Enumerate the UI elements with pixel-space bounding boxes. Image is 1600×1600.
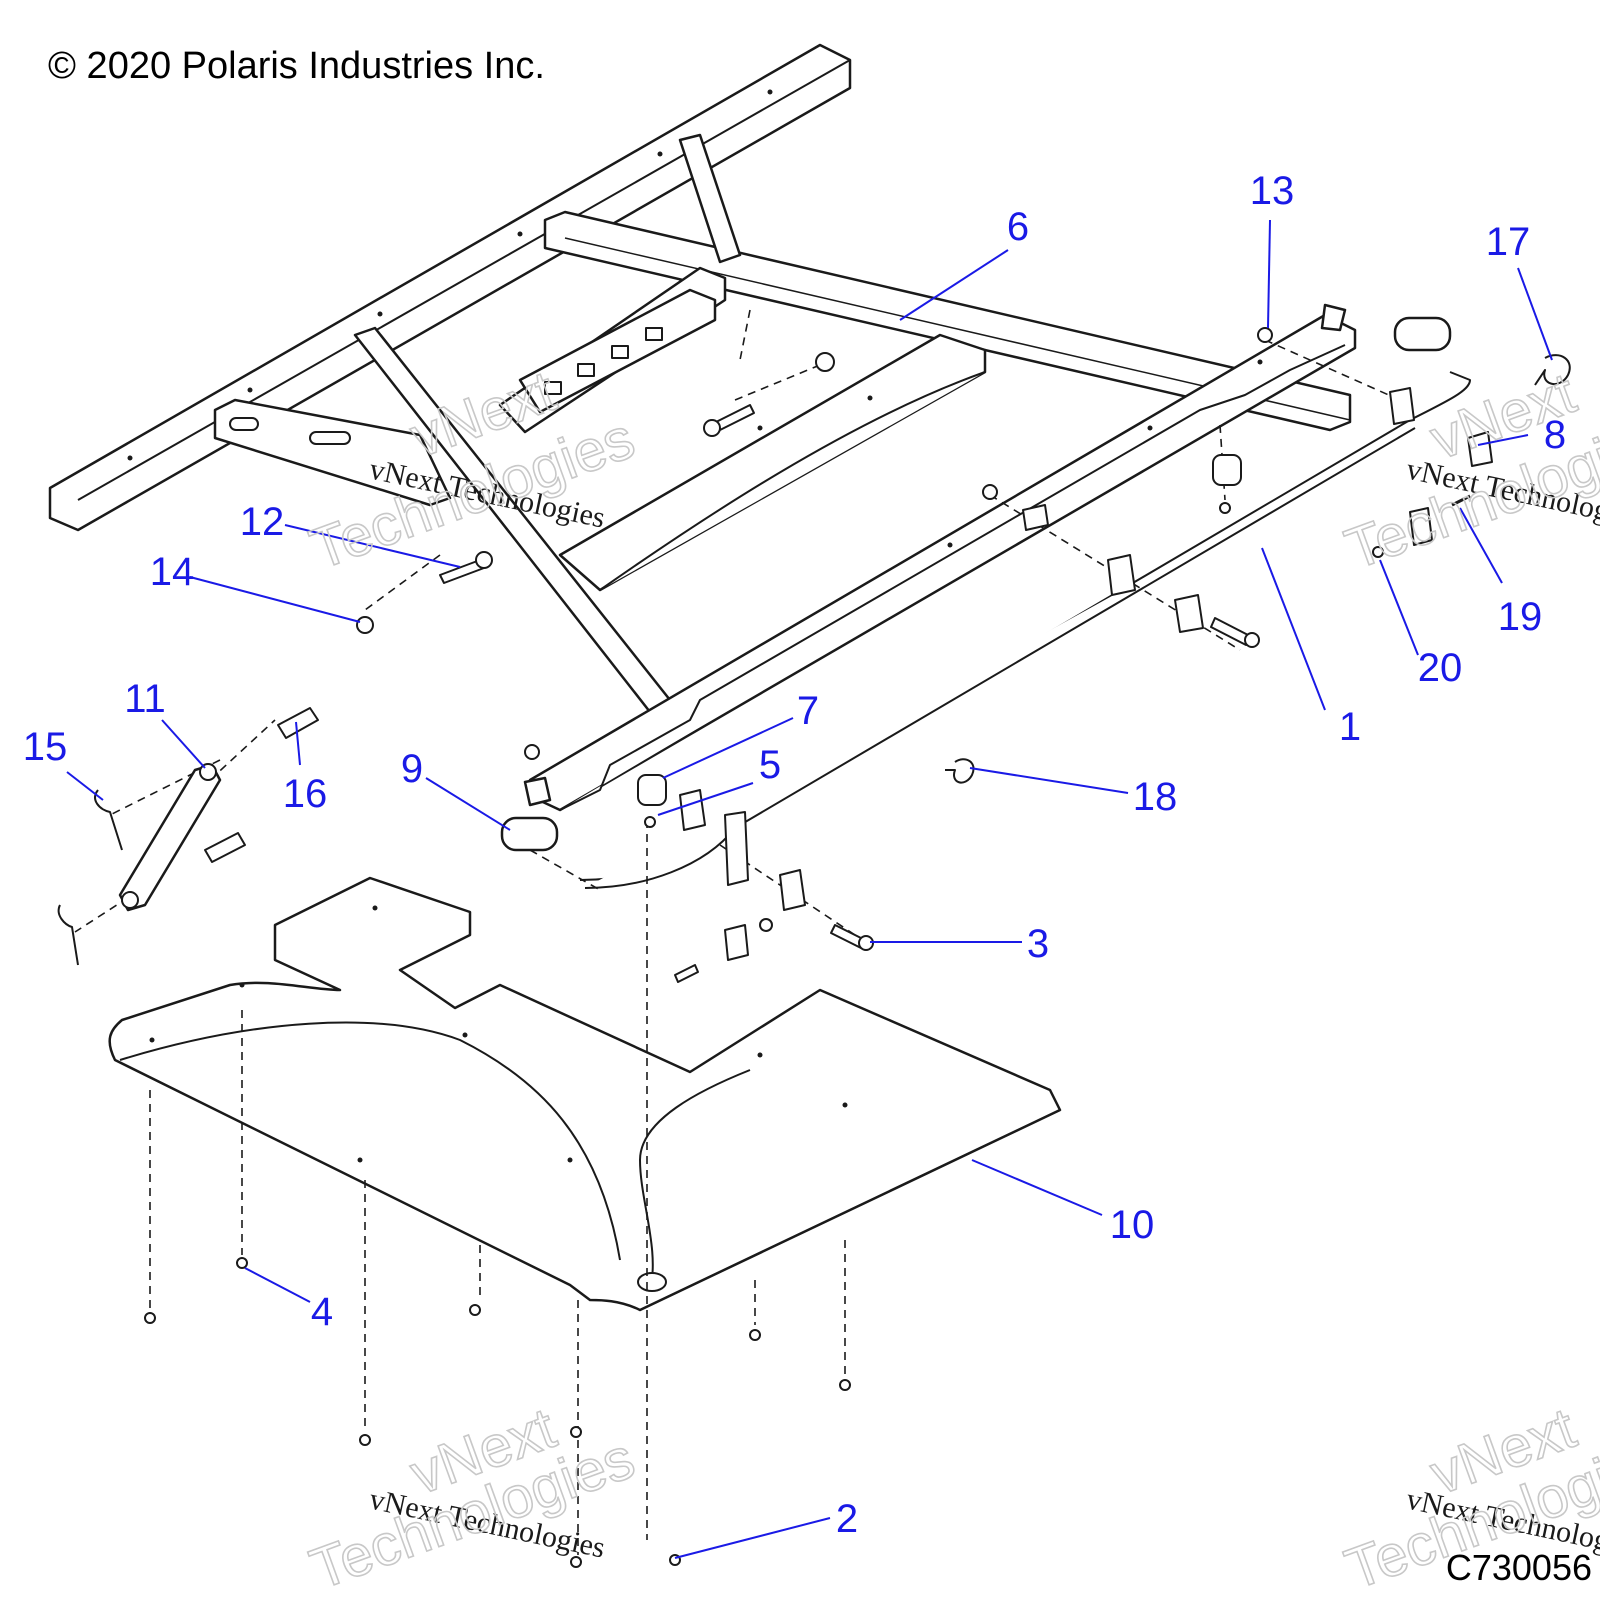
callout-18: 18 bbox=[1133, 775, 1178, 819]
watermark-bottom-left: vNext vNext Technologies Technologies bbox=[301, 1395, 643, 1600]
skid-plate bbox=[108, 876, 1062, 1312]
callout-2: 2 bbox=[836, 1497, 858, 1541]
callout-14: 14 bbox=[150, 550, 195, 594]
callout-5: 5 bbox=[759, 743, 781, 787]
drawing-id: C730056 bbox=[1446, 1547, 1592, 1588]
copyright-text: © 2020 Polaris Industries Inc. bbox=[48, 45, 545, 87]
callout-15: 15 bbox=[23, 725, 68, 769]
callout-8: 8 bbox=[1544, 413, 1566, 457]
callout-10: 10 bbox=[1110, 1203, 1155, 1247]
callout-9: 9 bbox=[401, 747, 423, 791]
callout-11: 11 bbox=[124, 677, 166, 721]
callout-12: 12 bbox=[240, 500, 285, 544]
callout-4: 4 bbox=[311, 1290, 333, 1334]
latch-rod bbox=[579, 371, 1471, 881]
callout-leaders bbox=[66, 219, 1553, 1559]
callout-17: 17 bbox=[1486, 220, 1531, 264]
hardware bbox=[57, 316, 1571, 1568]
skid-screws bbox=[144, 1257, 851, 1568]
callout-16: 16 bbox=[283, 772, 328, 816]
callout-7: 7 bbox=[797, 689, 819, 733]
callout-19: 19 bbox=[1498, 595, 1543, 639]
bed-frame bbox=[48, 43, 1357, 812]
callout-3: 3 bbox=[1027, 922, 1049, 966]
callout-1: 1 bbox=[1339, 705, 1361, 749]
callout-6: 6 bbox=[1007, 205, 1029, 249]
callout-13: 13 bbox=[1250, 169, 1295, 213]
watermark-top-right: vNext vNext Technologies Technologies bbox=[1336, 360, 1600, 583]
callout-20: 20 bbox=[1418, 646, 1463, 690]
callouts: 1 2 3 4 5 6 7 8 9 10 11 12 13 14 15 16 1… bbox=[23, 169, 1566, 1541]
frame-holes bbox=[127, 89, 1263, 548]
